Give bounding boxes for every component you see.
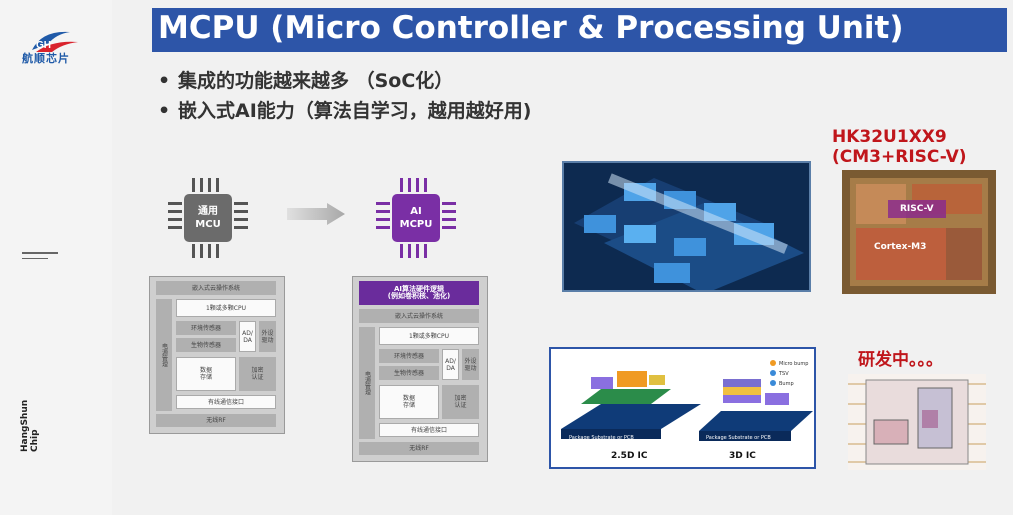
block-encrypt: 加密 认证 bbox=[239, 357, 276, 391]
divider bbox=[22, 258, 48, 259]
logo-text: 航顺芯片 bbox=[22, 52, 70, 65]
block-sensor-bio: 生物传感器 bbox=[379, 366, 439, 380]
ic-legend: Micro bump TSV Bump bbox=[779, 361, 809, 387]
divider bbox=[22, 252, 58, 254]
bullet-item: •集成的功能越来越多 （SoC化） bbox=[158, 70, 454, 92]
die-part-label: HK32U1XX9 (CM3+RISC-V) bbox=[832, 127, 967, 167]
block-cpu: 1颗或多颗CPU bbox=[176, 299, 276, 317]
block-storage: 数据 存储 bbox=[379, 385, 439, 419]
multicore-cpu-image bbox=[562, 161, 811, 292]
bullet-list: •集成的功能越来越多 （SoC化） •嵌入式AI能力（算法自学习，越用越好用) bbox=[158, 66, 531, 126]
block-ai-logic: AI算法硬件逻辑 (例如卷积核、池化) bbox=[359, 281, 479, 305]
bullet-item: •嵌入式AI能力（算法自学习，越用越好用) bbox=[158, 100, 532, 122]
block-cpu: 1颗或多颗CPU bbox=[379, 327, 479, 345]
block-adda: AD/ DA bbox=[442, 349, 459, 380]
block-sensor-env: 环境传感器 bbox=[379, 349, 439, 363]
mcu-block-diagram: 嵌入式云操作系统 电源管理 1颗或多颗CPU 环境传感器 生物传感器 AD/ D… bbox=[149, 276, 285, 434]
title-bar bbox=[152, 8, 1007, 52]
block-os: 嵌入式云操作系统 bbox=[359, 309, 479, 323]
arrow-right-icon bbox=[287, 203, 345, 225]
block-ext: 外设 驱动 bbox=[462, 349, 479, 380]
sidebar: GH 航顺芯片 HangShun Chip bbox=[0, 0, 112, 515]
block-rf: 无线RF bbox=[156, 414, 276, 427]
slide-title: MCPU (Micro Controller & Processing Unit… bbox=[158, 10, 904, 46]
cortex-region-label: Cortex-M3 bbox=[874, 242, 927, 252]
logo-icon: GH bbox=[32, 31, 78, 52]
block-os: 嵌入式云操作系统 bbox=[156, 281, 276, 295]
die-photo: RISC-V Cortex-M3 bbox=[842, 170, 996, 294]
riscv-region-label: RISC-V bbox=[900, 204, 934, 214]
svg-text:GH: GH bbox=[36, 40, 51, 51]
substrate-label-25d: Package Substrate or PCB bbox=[569, 435, 634, 441]
substrate-label-3d: Package Substrate or PCB bbox=[706, 435, 771, 441]
layout-image bbox=[848, 374, 986, 470]
block-rf: 无线RF bbox=[359, 442, 479, 455]
ic-packaging-image: Package Substrate or PCB Package Substra… bbox=[549, 347, 816, 469]
vertical-brand-text: HangShun Chip bbox=[20, 399, 40, 452]
label-3d-ic: 3D IC bbox=[729, 451, 756, 461]
label-25d-ic: 2.5D IC bbox=[611, 451, 648, 461]
block-ext: 外设 驱动 bbox=[259, 321, 276, 352]
block-sensor-bio: 生物传感器 bbox=[176, 338, 236, 352]
block-sensor-env: 环境传感器 bbox=[176, 321, 236, 335]
block-adda: AD/ DA bbox=[239, 321, 256, 352]
block-storage: 数据 存储 bbox=[176, 357, 236, 391]
block-encrypt: 加密 认证 bbox=[442, 385, 479, 419]
block-power: 电源管理 bbox=[156, 299, 172, 411]
block-wired: 有线通信接口 bbox=[379, 423, 479, 437]
block-power: 电源管理 bbox=[359, 327, 375, 439]
ai-mcpu-block-diagram: AI算法硬件逻辑 (例如卷积核、池化) 嵌入式云操作系统 电源管理 1颗或多颗C… bbox=[352, 276, 488, 462]
in-development-label: 研发中。。。 bbox=[858, 350, 943, 370]
block-wired: 有线通信接口 bbox=[176, 395, 276, 409]
